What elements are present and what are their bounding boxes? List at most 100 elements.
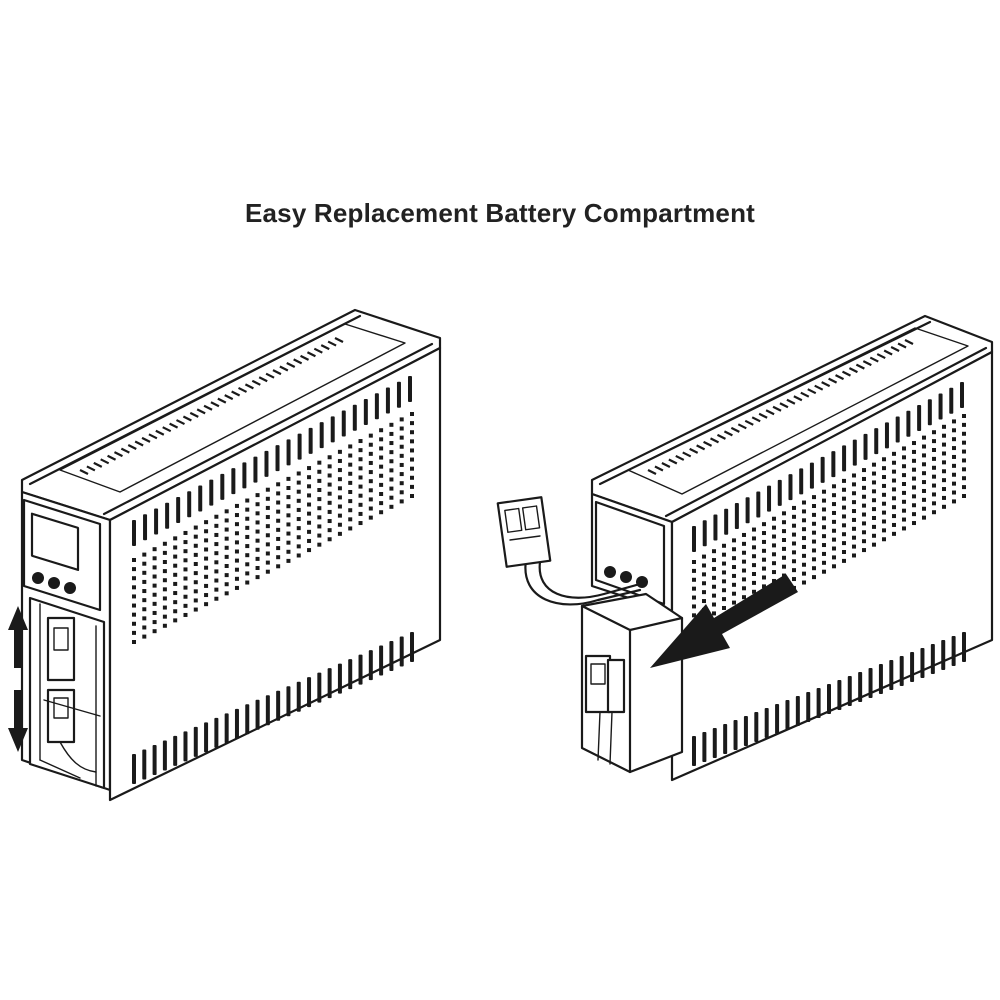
perforation-hole	[822, 516, 826, 521]
vent-slot	[884, 422, 889, 449]
top-vent-slot	[807, 388, 817, 395]
perforation-hole	[722, 579, 726, 584]
perforation-hole	[368, 451, 373, 456]
perforation-hole	[399, 499, 404, 504]
perforation-hole	[822, 569, 826, 574]
perforation-hole	[732, 565, 736, 570]
vent-slot	[176, 496, 181, 523]
top-vent-slot	[244, 383, 254, 390]
perforation-hole	[368, 470, 373, 475]
perforation-hole	[379, 492, 384, 496]
perforation-hole	[214, 560, 219, 565]
perforation-hole	[812, 548, 816, 553]
perforation-hole	[812, 495, 816, 500]
perforation-hole	[348, 526, 353, 531]
perforation-hole	[922, 515, 926, 520]
perforation-hole	[337, 504, 342, 509]
perforation-hole	[822, 489, 826, 494]
vent-slot	[198, 485, 203, 512]
perforation-hole	[410, 466, 414, 471]
perforation-hole	[782, 538, 786, 542]
perforation-hole	[348, 480, 353, 485]
perforation-hole	[348, 508, 353, 513]
perforation-hole	[389, 477, 394, 482]
perforation-hole	[245, 516, 250, 521]
vent-slot	[132, 520, 136, 546]
perforation-hole	[732, 591, 736, 596]
button-right-1	[604, 566, 616, 578]
vent-slot	[319, 422, 324, 449]
perforation-hole	[276, 527, 281, 532]
perforation-hole	[399, 472, 404, 477]
perforation-hole	[922, 435, 926, 440]
perforation-hole	[882, 475, 886, 480]
perforation-hole	[358, 502, 363, 507]
perforation-hole	[245, 525, 250, 530]
perforation-hole	[307, 529, 312, 534]
perforation-hole	[327, 491, 332, 496]
perforation-hole	[255, 520, 260, 525]
perforation-hole	[307, 511, 312, 516]
perforation-hole	[358, 439, 363, 444]
top-vent-slot	[148, 433, 158, 440]
vent-slot	[330, 416, 335, 443]
perforation-hole	[942, 451, 946, 456]
vent-slot	[276, 690, 281, 721]
vent-slot	[265, 695, 270, 726]
perforation-hole	[882, 483, 886, 488]
vent-slot	[764, 708, 769, 738]
perforation-hole	[317, 515, 322, 520]
perforation-hole	[204, 529, 209, 534]
top-vent-slot	[814, 384, 824, 391]
perforation-hole	[183, 594, 188, 599]
perforation-hole	[942, 460, 946, 465]
vent-slot	[702, 520, 707, 547]
perforation-hole	[327, 464, 332, 469]
perforation-hole	[832, 502, 836, 507]
perforation-hole	[389, 431, 394, 436]
perforation-hole	[922, 480, 926, 485]
perforation-hole	[862, 548, 866, 553]
perforation-hole	[389, 486, 394, 491]
perforation-hole	[812, 512, 816, 517]
top-vent-slot	[231, 390, 241, 397]
perforation-hole	[922, 462, 926, 467]
vent-slot	[799, 468, 804, 495]
perforation-hole	[265, 496, 270, 501]
top-vent-slot	[828, 377, 838, 384]
perforation-hole	[832, 519, 836, 524]
perforation-hole	[762, 531, 766, 536]
perforation-hole	[162, 605, 167, 610]
perforation-hole	[224, 536, 229, 541]
perforation-hole	[722, 570, 726, 575]
perforation-hole	[932, 474, 936, 479]
perforation-hole	[389, 504, 394, 509]
vent-slot	[837, 680, 842, 710]
perforation-hole	[337, 458, 342, 463]
perforation-hole	[410, 457, 414, 462]
perforation-hole	[742, 532, 746, 537]
perforation-hole	[162, 569, 167, 574]
perforation-hole	[286, 495, 291, 500]
perforation-hole	[317, 460, 322, 465]
top-vent-slot	[203, 404, 213, 411]
perforation-hole	[358, 493, 363, 498]
perforation-hole	[932, 510, 936, 515]
perforation-hole	[832, 528, 836, 533]
vent-slot	[245, 704, 250, 735]
perforation-hole	[942, 487, 946, 492]
perforation-hole	[822, 534, 826, 539]
perforation-hole	[782, 520, 786, 525]
battery-pack-removed	[580, 592, 684, 774]
button-left-3	[64, 582, 76, 594]
perforation-hole	[348, 517, 353, 522]
perforation-hole	[183, 612, 188, 617]
perforation-hole	[882, 528, 886, 533]
top-vent-slot	[155, 429, 165, 436]
perforation-hole	[358, 457, 363, 462]
vent-slot	[899, 656, 904, 686]
perforation-hole	[399, 426, 404, 431]
perforation-hole	[214, 569, 219, 574]
button-right-3	[636, 576, 648, 588]
vent-slot	[408, 376, 412, 402]
